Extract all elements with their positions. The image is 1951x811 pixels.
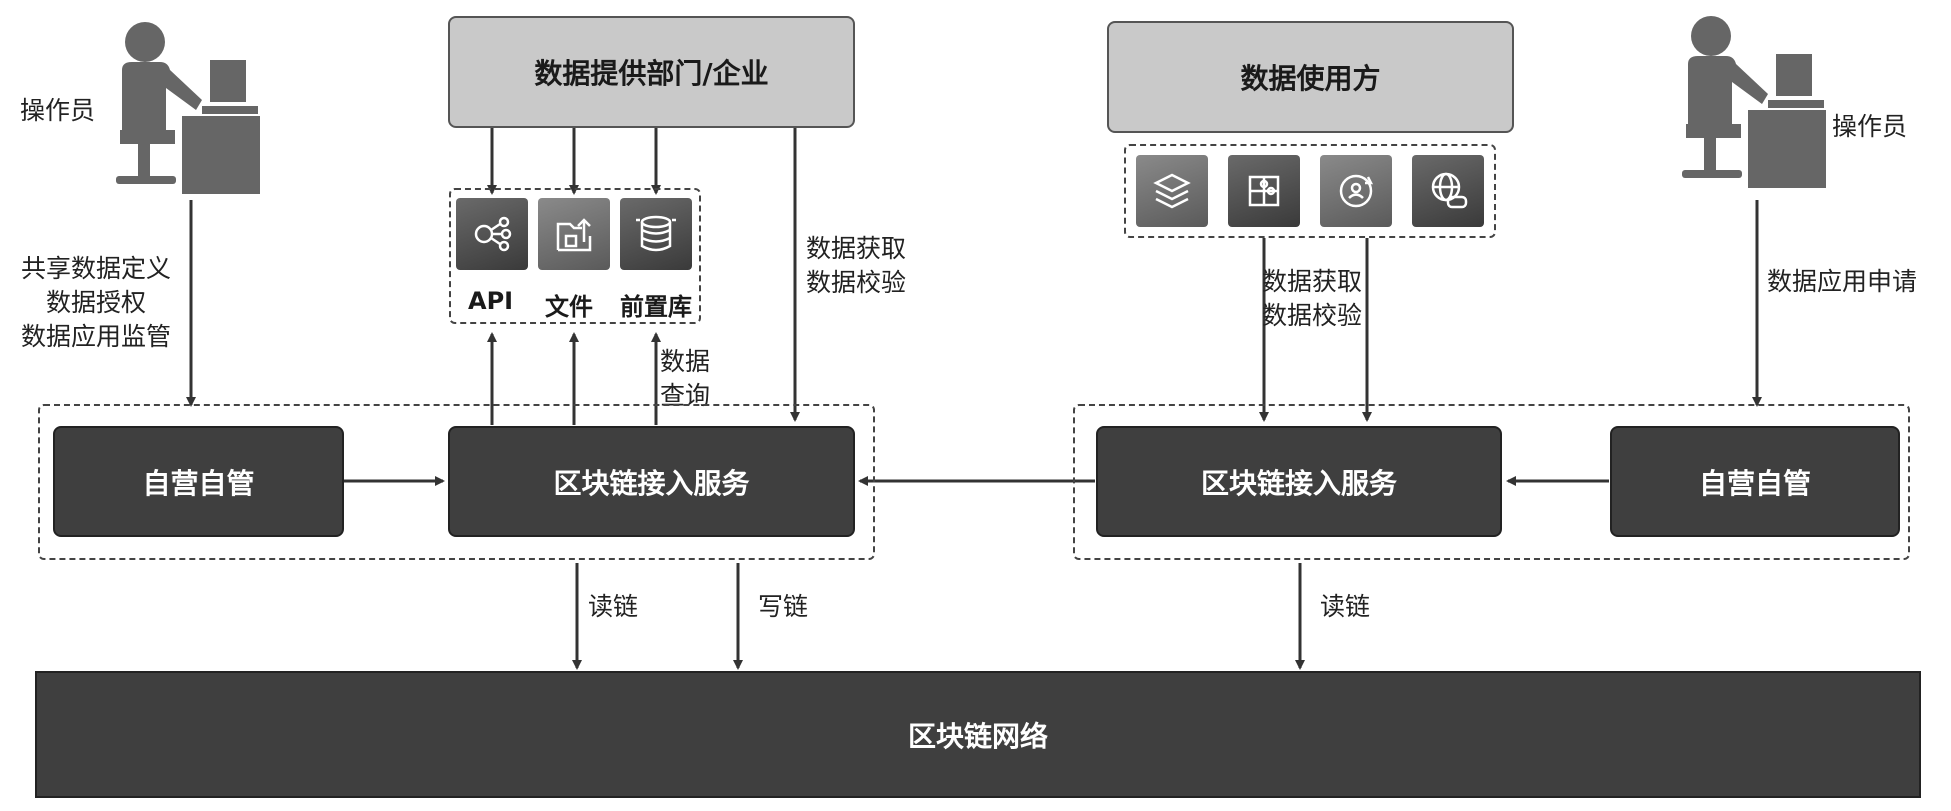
consumer-fetch-line-1: 数据获取 (1262, 267, 1363, 296)
right-self-manage-label: 自营自管 (1698, 466, 1811, 500)
api-label: API (468, 287, 514, 315)
provider-box: 数据提供部门/企业 (448, 16, 855, 128)
file-tile (538, 198, 610, 270)
consumer-tile-1 (1136, 155, 1208, 227)
consumer-title: 数据使用方 (1240, 62, 1381, 95)
consumer-tile-3 (1320, 155, 1392, 227)
left-operator-actions: 共享数据定义 数据授权 数据应用监管 (6, 252, 186, 354)
provider-title: 数据提供部门/企业 (534, 57, 769, 90)
right-service-group (1073, 404, 1910, 560)
left-read-chain-label: 读链 (588, 592, 639, 621)
left-access-service-box: 区块链接入服务 (448, 426, 855, 537)
consumer-tile-4 (1412, 155, 1484, 227)
left-write-chain-label: 写链 (758, 592, 809, 621)
db-label: 前置库 (620, 293, 692, 321)
consumer-tile-2 (1228, 155, 1300, 227)
left-self-manage-label: 自营自管 (142, 466, 255, 500)
interface-group (449, 188, 701, 324)
action-share-definition: 共享数据定义 (20, 254, 171, 283)
right-read-chain-label: 读链 (1320, 592, 1371, 621)
database-icon (636, 215, 676, 252)
action-authorize: 数据授权 (45, 288, 146, 317)
right-operator-label: 操作员 (1832, 112, 1908, 141)
layers-icon (1153, 173, 1191, 209)
api-tile (456, 198, 528, 270)
puzzle-icon (1248, 175, 1280, 207)
file-upload-icon (556, 218, 592, 252)
blockchain-network-bar: 区块链网络 (35, 671, 1921, 798)
blockchain-network-label: 区块链网络 (907, 719, 1048, 753)
provider-fetch-label: 数据获取 数据校验 (806, 232, 906, 300)
share-nodes-icon (474, 216, 512, 252)
action-supervise: 数据应用监管 (20, 322, 171, 351)
left-service-group (38, 404, 875, 560)
left-access-service-label: 区块链接入服务 (553, 466, 750, 500)
right-access-service-box: 区块链接入服务 (1096, 426, 1502, 537)
provider-fetch-line-1: 数据获取 (806, 234, 907, 263)
consumer-fetch-label: 数据获取 数据校验 (1262, 265, 1362, 333)
file-label: 文件 (545, 293, 593, 321)
right-operator-action: 数据应用申请 (1767, 267, 1918, 296)
user-cycle-icon (1339, 174, 1374, 208)
db-tile (620, 198, 692, 270)
operator-icon-right (1682, 16, 1826, 188)
consumer-box: 数据使用方 (1107, 21, 1514, 133)
consumer-fetch-line-2: 数据校验 (1262, 301, 1363, 330)
query-label: 数据 查询 (660, 345, 710, 413)
provider-fetch-line-2: 数据校验 (806, 268, 907, 297)
query-line-1: 数据 (660, 347, 711, 376)
left-self-manage-box: 自营自管 (53, 426, 344, 537)
operator-icon-left (116, 22, 260, 194)
left-operator-label: 操作员 (20, 96, 96, 125)
right-self-manage-box: 自营自管 (1610, 426, 1900, 537)
globe-gamepad-icon (1431, 172, 1468, 209)
right-access-service-label: 区块链接入服务 (1200, 466, 1397, 500)
consumer-icon-group (1124, 144, 1496, 238)
